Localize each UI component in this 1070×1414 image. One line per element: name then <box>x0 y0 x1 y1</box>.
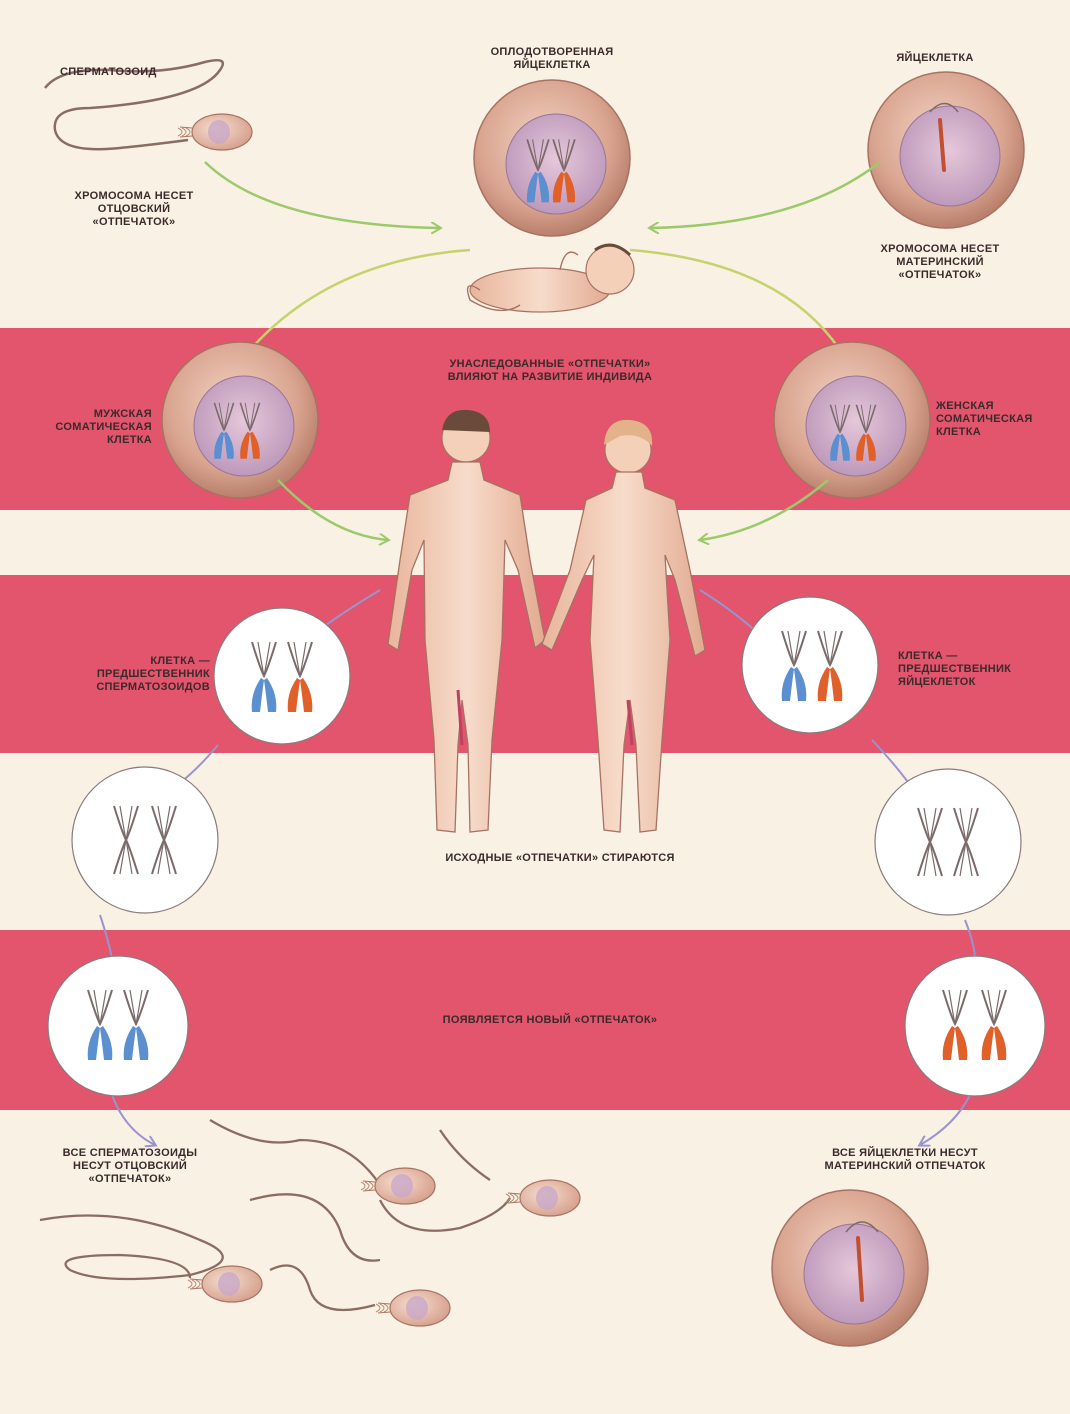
maternal-mark-line-2: МАТЕРИНСКИЙ <box>850 256 1030 269</box>
female-somatic-line-1: ЖЕНСКАЯ <box>936 400 1066 413</box>
arrow-to-female-cell <box>630 250 840 350</box>
arrow-female-cell-to-woman <box>700 480 828 540</box>
fertilized-egg-line-2: ЯЙЦЕКЛЕТКА <box>440 59 664 72</box>
erased-chromosomes-left <box>72 767 218 913</box>
egg-cell-icon <box>868 72 1024 228</box>
inherited-marks-label: УНАСЛЕДОВАННЫЕ «ОТПЕЧАТКИ» ВЛИЯЮТ НА РАЗ… <box>380 358 720 384</box>
egg-precursor-line-1: КЛЕТКА — <box>898 650 1058 663</box>
all-sperm-line-2: НЕСУТ ОТЦОВСКИЙ <box>40 1160 220 1173</box>
fertilized-egg-line-1: ОПЛОДОТВОРЕННАЯ <box>440 46 664 59</box>
erased-chromosomes-right <box>875 769 1021 915</box>
paternal-mark-label: ХРОМОСОМА НЕСЕТ ОТЦОВСКИЙ «ОТПЕЧАТОК» <box>54 190 214 229</box>
female-somatic-cell-icon <box>774 342 930 498</box>
sperm-precursor-line-2: ПРЕДШЕСТВЕННИК <box>40 668 210 681</box>
male-somatic-line-2: СОМАТИЧЕСКАЯ <box>20 421 152 434</box>
sperm-precursor-line-3: СПЕРМАТОЗОИДОВ <box>40 681 210 694</box>
arrow-to-male-cell <box>250 250 470 350</box>
male-somatic-label: МУЖСКАЯ СОМАТИЧЕСКАЯ КЛЕТКА <box>20 408 152 447</box>
all-eggs-label: ВСЕ ЯЙЦЕКЛЕТКИ НЕСУТ МАТЕРИНСКИЙ ОТПЕЧАТ… <box>780 1147 1030 1173</box>
arrow-sperm-to-zygote <box>205 162 440 228</box>
human-figures-icon <box>388 410 705 832</box>
male-somatic-line-3: КЛЕТКА <box>20 434 152 447</box>
female-somatic-line-2: СОМАТИЧЕСКАЯ <box>936 413 1066 426</box>
inherited-line-1: УНАСЛЕДОВАННЫЕ «ОТПЕЧАТКИ» <box>380 358 720 371</box>
paternal-mark-line-1: ХРОМОСОМА НЕСЕТ <box>54 190 214 203</box>
all-sperm-label: ВСЕ СПЕРМАТОЗОИДЫ НЕСУТ ОТЦОВСКИЙ «ОТПЕЧ… <box>40 1147 220 1186</box>
arrow-egg-to-zygote <box>650 162 880 228</box>
paternal-mark-chromosomes <box>48 956 188 1096</box>
maternal-mark-chromosomes <box>905 956 1045 1096</box>
female-somatic-label: ЖЕНСКАЯ СОМАТИЧЕСКАЯ КЛЕТКА <box>936 400 1066 439</box>
paternal-mark-line-3: «ОТПЕЧАТОК» <box>54 216 214 229</box>
arrow-new-to-sperm <box>112 1095 155 1145</box>
sperm-label: СПЕРМАТОЗОИД <box>60 66 157 79</box>
egg-precursor-chromosomes <box>742 597 878 733</box>
new-mark-label: ПОЯВЛЯЕТСЯ НОВЫЙ «ОТПЕЧАТОК» <box>360 1014 740 1027</box>
all-sperm-line-3: «ОТПЕЧАТОК» <box>40 1173 220 1186</box>
mature-egg-icon <box>772 1190 928 1346</box>
sperm-precursor-label: КЛЕТКА — ПРЕДШЕСТВЕННИК СПЕРМАТОЗОИДОВ <box>40 655 210 694</box>
line-erased-to-new-left <box>100 915 112 960</box>
egg-precursor-label: КЛЕТКА — ПРЕДШЕСТВЕННИК ЯЙЦЕКЛЕТОК <box>898 650 1058 689</box>
male-somatic-cell-icon <box>162 342 318 498</box>
arrow-new-to-eggs <box>920 1095 970 1145</box>
marks-erased-label: ИСХОДНЫЕ «ОТПЕЧАТКИ» СТИРАЮТСЯ <box>360 852 760 865</box>
sperm-precursor-chromosomes <box>214 608 350 744</box>
egg-precursor-line-2: ПРЕДШЕСТВЕННИК <box>898 663 1058 676</box>
maternal-mark-line-3: «ОТПЕЧАТОК» <box>850 269 1030 282</box>
fertilized-egg-label: ОПЛОДОТВОРЕННАЯ ЯЙЦЕКЛЕТКА <box>440 46 664 72</box>
egg-precursor-line-3: ЯЙЦЕКЛЕТОК <box>898 676 1058 689</box>
line-erased-to-new-right <box>965 920 975 960</box>
inherited-line-2: ВЛИЯЮТ НА РАЗВИТИЕ ИНДИВИДА <box>380 371 720 384</box>
sperm-precursor-line-1: КЛЕТКА — <box>40 655 210 668</box>
maternal-mark-line-1: ХРОМОСОМА НЕСЕТ <box>850 243 1030 256</box>
fertilized-egg-icon <box>474 80 630 236</box>
all-sperm-line-1: ВСЕ СПЕРМАТОЗОИДЫ <box>40 1147 220 1160</box>
maternal-mark-label: ХРОМОСОМА НЕСЕТ МАТЕРИНСКИЙ «ОТПЕЧАТОК» <box>850 243 1030 282</box>
all-eggs-line-2: МАТЕРИНСКИЙ ОТПЕЧАТОК <box>780 1160 1030 1173</box>
egg-label: ЯЙЦЕКЛЕТКА <box>860 52 1010 65</box>
arrow-male-cell-to-man <box>278 480 388 540</box>
paternal-mark-line-2: ОТЦОВСКИЙ <box>54 203 214 216</box>
female-somatic-line-3: КЛЕТКА <box>936 426 1066 439</box>
male-somatic-line-1: МУЖСКАЯ <box>20 408 152 421</box>
all-eggs-line-1: ВСЕ ЯЙЦЕКЛЕТКИ НЕСУТ <box>780 1147 1030 1160</box>
infant-icon <box>468 245 634 312</box>
